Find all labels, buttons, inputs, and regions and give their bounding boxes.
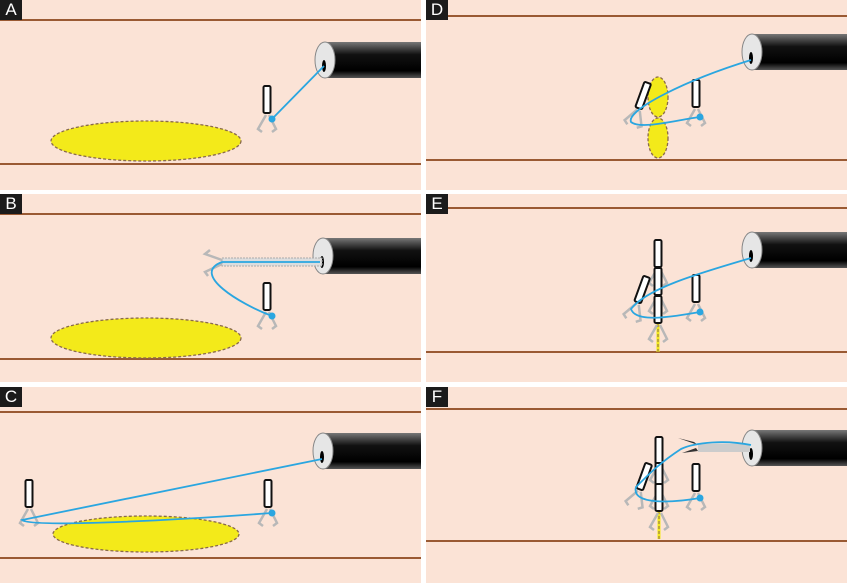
thread-anchor <box>696 308 704 316</box>
thread-anchor <box>696 494 704 502</box>
working-channel <box>749 52 753 64</box>
endoscope-tip <box>312 237 334 275</box>
diagram-d <box>426 15 847 161</box>
hemoclip <box>648 483 670 531</box>
working-channel <box>320 451 324 463</box>
clip-body <box>263 479 273 508</box>
hemoclip <box>256 282 278 330</box>
endoscope-body <box>325 42 421 78</box>
clip-body <box>653 239 663 268</box>
panel-label: B <box>0 194 22 214</box>
panel-f: F <box>426 387 847 583</box>
clip-arms <box>622 108 643 129</box>
clip-body <box>634 81 652 110</box>
clip-arms <box>648 512 670 531</box>
diagram-e <box>426 207 847 353</box>
endoscope-tip <box>741 33 763 71</box>
hemoclip <box>18 479 40 527</box>
panel-label: E <box>426 194 448 214</box>
clip-body <box>654 483 664 512</box>
panel-e: E <box>426 194 847 382</box>
diagram-b <box>0 213 421 360</box>
lesion <box>50 317 242 359</box>
hemoclip <box>622 81 652 129</box>
clip-body <box>635 462 653 491</box>
hemoclip <box>257 479 279 527</box>
lesion <box>647 117 669 159</box>
thread-anchor <box>268 115 276 123</box>
lesion <box>50 120 242 162</box>
panel-label: A <box>0 0 22 20</box>
clip-body <box>24 479 34 508</box>
thread-anchor <box>268 312 276 320</box>
diagram-a <box>0 19 421 165</box>
panel-d: D <box>426 0 847 190</box>
working-channel <box>749 250 753 262</box>
clip-body <box>691 79 701 108</box>
thread <box>210 261 320 317</box>
loop-cutter-catheter <box>698 444 750 452</box>
panel-label: C <box>0 387 22 407</box>
clip-body <box>653 295 663 324</box>
endoscope-body <box>323 433 421 469</box>
clip-body <box>262 282 272 311</box>
clip-body <box>691 463 701 492</box>
hemoclip <box>256 85 278 133</box>
endoscope-tip <box>741 231 763 269</box>
endoscope-body <box>752 430 847 466</box>
panel-label: D <box>426 0 448 20</box>
clip-body <box>654 436 664 465</box>
scissors-icon <box>678 438 698 453</box>
diagram-f <box>426 408 847 542</box>
panel-label: F <box>426 387 448 407</box>
open-clip-arms <box>202 249 223 277</box>
lesion <box>52 515 240 553</box>
panel-a: A <box>0 0 421 190</box>
thread-anchor <box>268 509 276 517</box>
clip-body <box>691 274 701 303</box>
hemoclip <box>647 295 669 343</box>
thread <box>630 59 752 126</box>
thread <box>634 441 752 503</box>
panel-c: C <box>0 387 421 583</box>
diagram-c <box>0 411 421 559</box>
thread <box>20 458 323 525</box>
panel-b: B <box>0 194 421 382</box>
clip-arms <box>647 324 669 343</box>
endoscope-body <box>752 34 847 70</box>
endoscope-body <box>752 232 847 268</box>
thread-anchor <box>696 113 704 121</box>
thread <box>629 257 752 319</box>
thread <box>271 65 325 120</box>
endoscope-body <box>323 238 421 274</box>
clip-body <box>262 85 272 114</box>
hemoclip <box>685 463 707 511</box>
endoscope-tip <box>312 432 334 470</box>
